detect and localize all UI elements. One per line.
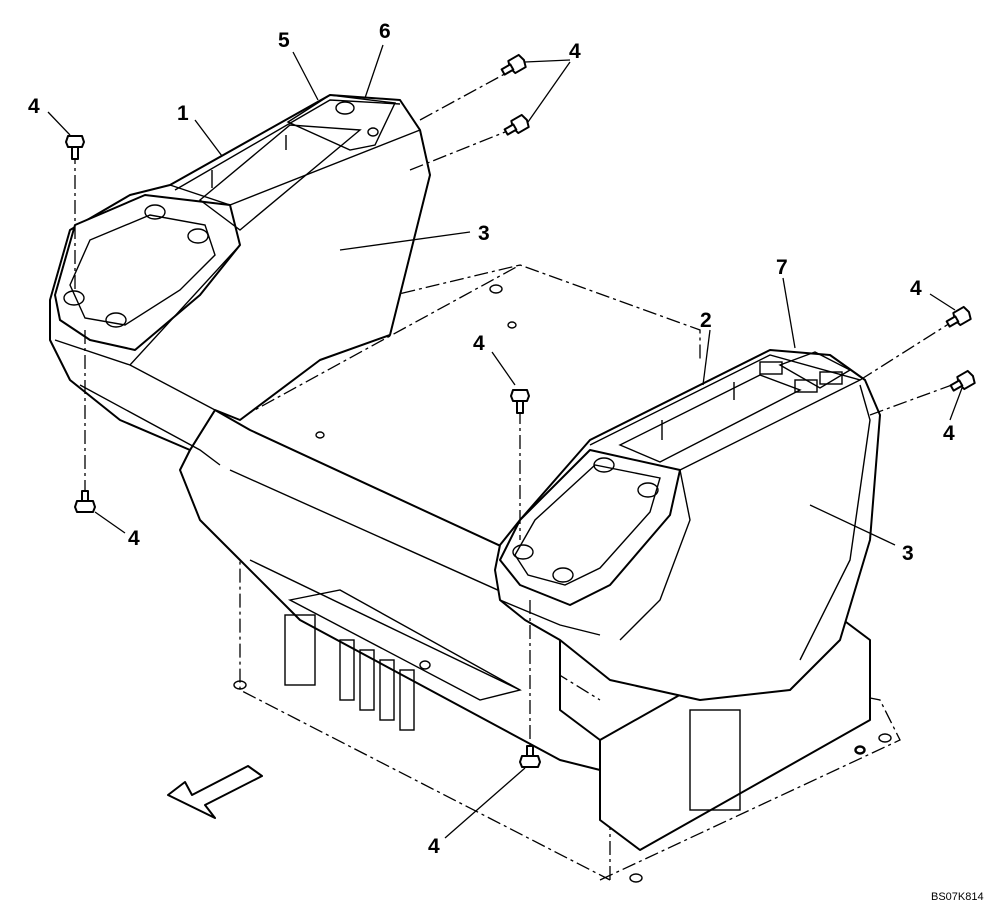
assembly-lines bbox=[74, 69, 961, 745]
callout-4: 4 bbox=[128, 527, 140, 550]
bolts bbox=[65, 53, 976, 768]
hex-bolt-icon bbox=[519, 745, 541, 768]
hex-bolt-icon bbox=[945, 305, 972, 328]
callout-6: 6 bbox=[379, 20, 391, 43]
callout-2: 2 bbox=[700, 309, 712, 332]
hex-bolt-icon bbox=[510, 389, 530, 414]
hex-bolt-icon bbox=[949, 369, 976, 392]
callout-3: 3 bbox=[902, 542, 914, 565]
callout-7: 7 bbox=[776, 256, 788, 279]
hex-bolt-icon bbox=[65, 135, 85, 160]
callout-4: 4 bbox=[569, 40, 581, 63]
callout-4: 4 bbox=[28, 95, 40, 118]
callout-4: 4 bbox=[428, 835, 440, 858]
callout-1: 1 bbox=[177, 102, 189, 125]
hex-bolt-icon bbox=[74, 490, 96, 513]
right-armrest bbox=[494, 349, 881, 701]
callout-5: 5 bbox=[278, 29, 290, 52]
callout-3: 3 bbox=[478, 222, 490, 245]
leader-lines bbox=[47, 44, 963, 839]
callout-4: 4 bbox=[943, 422, 955, 445]
left-armrest bbox=[49, 94, 431, 466]
hex-bolt-icon bbox=[503, 113, 530, 136]
drawing-code: BS07K814 bbox=[931, 891, 984, 903]
hex-bolt-icon bbox=[500, 53, 527, 76]
callout-4: 4 bbox=[473, 332, 485, 355]
callout-4: 4 bbox=[910, 277, 922, 300]
callout-labels: 4 1 5 6 4 3 7 2 4 4 4 3 4 4 bbox=[28, 20, 955, 858]
direction-arrow-icon bbox=[167, 765, 263, 819]
